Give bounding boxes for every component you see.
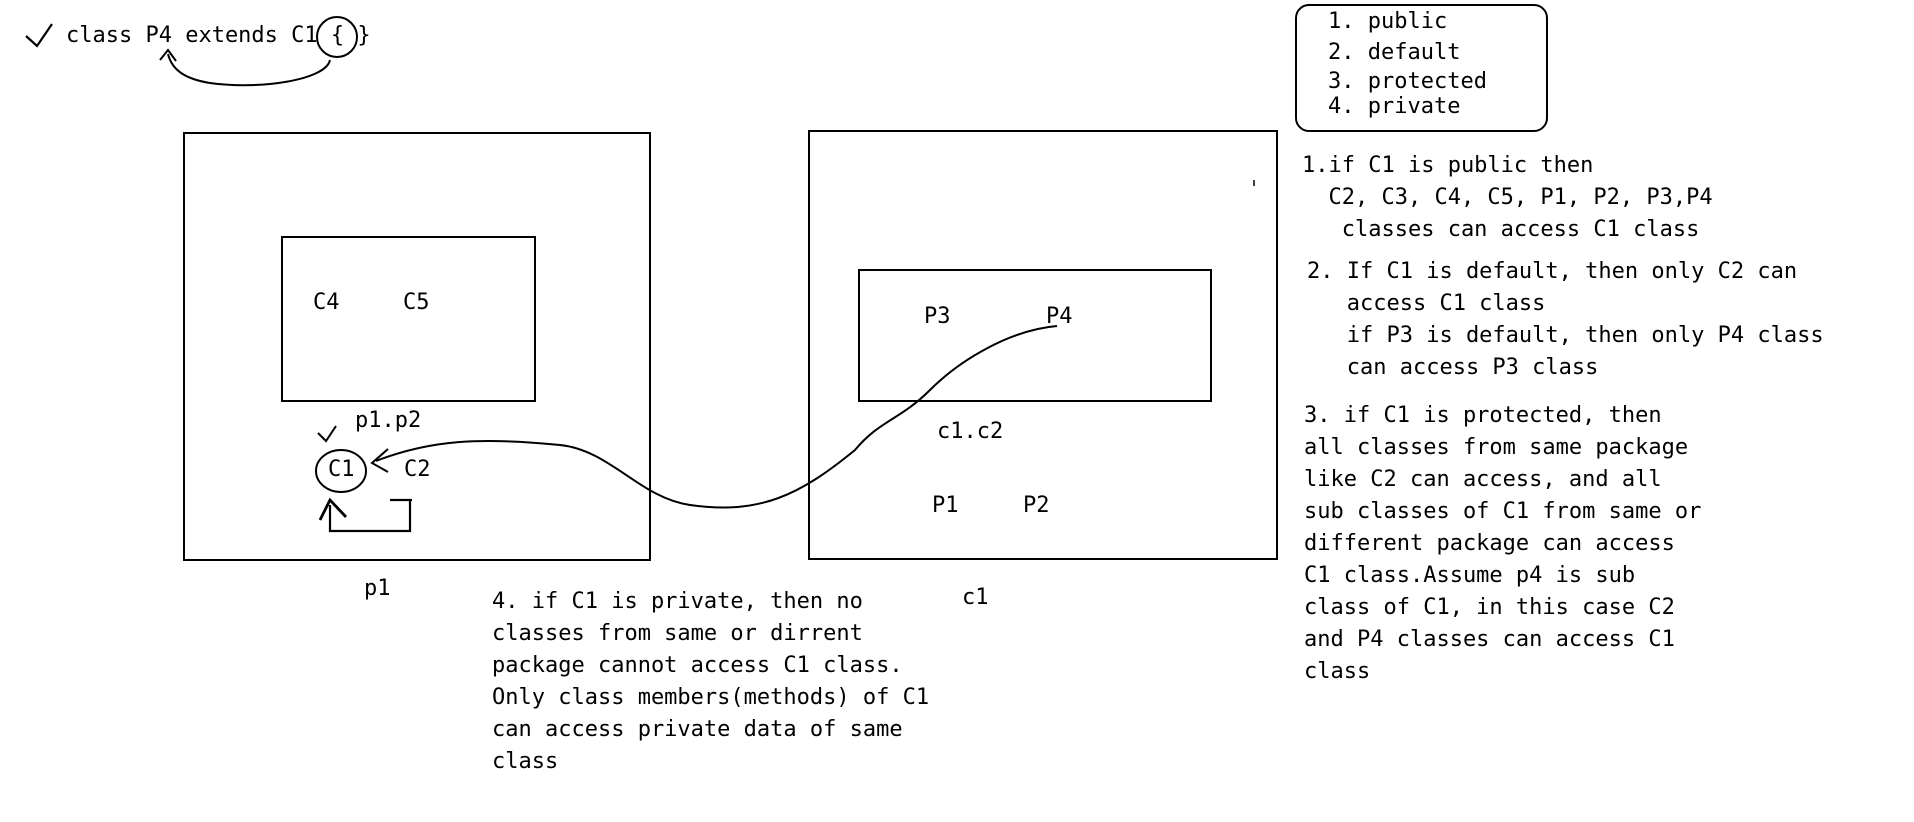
package-c1-label: c1 [962, 585, 989, 610]
class-p4: P4 [1046, 304, 1073, 329]
class-p3: P3 [924, 304, 951, 329]
class-p2: P2 [1023, 493, 1050, 518]
note-line: class of C1, in this case C2 [1304, 595, 1675, 620]
subpackage-p1-p2-label: p1.p2 [355, 408, 422, 433]
note-line: different package can access [1304, 531, 1675, 556]
c2-to-c1-arrow [328, 498, 412, 533]
c1-check-icon [317, 425, 337, 443]
note-line: 2. If C1 is default, then only C2 can [1307, 259, 1798, 284]
c2-to-c1-arrowhead [318, 497, 348, 521]
note-line: 3. if C1 is protected, then [1304, 403, 1662, 428]
note-line: class [492, 749, 559, 774]
package-c1-box [808, 130, 1278, 560]
note-line: can access private data of same [492, 717, 903, 742]
note-line: and P4 classes can access C1 [1304, 627, 1675, 652]
class-p1: P1 [932, 493, 959, 518]
note-line: sub classes of C1 from same or [1304, 499, 1702, 524]
header-c1-circle [316, 16, 358, 58]
top-check-icon [25, 23, 53, 48]
note-line: class [1304, 659, 1371, 684]
note-line: Only class members(methods) of C1 [492, 685, 930, 710]
modifier-protected: 3. protected [1328, 69, 1487, 94]
extends-arrow [167, 53, 331, 87]
p1-c1-circle [315, 449, 367, 493]
note-line: package cannot access C1 class. [492, 653, 903, 678]
subpackage-p1-p2-box [281, 236, 536, 402]
extends-arrowhead [159, 48, 177, 62]
p4-to-c1-arrowhead [370, 448, 389, 473]
subpackage-c1-c2-box [858, 269, 1212, 402]
package-p1-box [183, 132, 651, 561]
note-line: C1 class.Assume p4 is sub [1304, 563, 1636, 588]
header-code-line: class P4 extends C1 { } [66, 23, 371, 48]
modifier-private: 4. private [1328, 94, 1461, 119]
class-c2: C2 [404, 457, 431, 482]
note-line: if P3 is default, then only P4 class [1307, 323, 1824, 348]
note-line: all classes from same package [1304, 435, 1689, 460]
modifier-default: 2. default [1328, 40, 1461, 65]
note-line: like C2 can access, and all [1304, 467, 1662, 492]
note-line: 4. if C1 is private, then no [492, 589, 863, 614]
package-p1-label: p1 [364, 576, 391, 601]
subpackage-c1-c2-label: c1.c2 [937, 419, 1004, 444]
p4-to-c1-curve [375, 325, 1058, 509]
class-c1: C1 [328, 457, 355, 482]
class-c5: C5 [403, 290, 430, 315]
note-line: 1.if C1 is public then [1302, 153, 1594, 178]
class-c4: C4 [313, 290, 340, 315]
note-line: C2, C3, C4, C5, P1, P2, P3,P4 [1302, 185, 1713, 210]
note-line: can access P3 class [1307, 355, 1599, 380]
note-line: classes from same or dirrent [492, 621, 863, 646]
note-line: classes can access C1 class [1302, 217, 1700, 242]
modifiers-legend [1295, 4, 1548, 132]
note-line: access C1 class [1307, 291, 1546, 316]
modifier-public: 1. public [1328, 9, 1448, 34]
